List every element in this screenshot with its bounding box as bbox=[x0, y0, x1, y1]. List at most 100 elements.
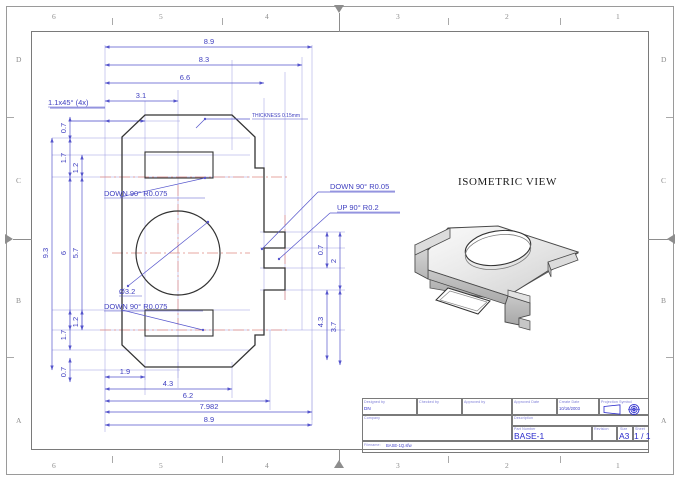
zone-tick-left bbox=[7, 357, 14, 358]
zone-label-left-a: A bbox=[16, 416, 22, 425]
zone-tick-right bbox=[666, 357, 673, 358]
note-chamfer: 1.1x45° (4x) bbox=[48, 98, 89, 107]
zone-label-top-1: 1 bbox=[616, 12, 620, 21]
note-bend-down-right: DOWN 90° R0.05 bbox=[330, 182, 389, 191]
dim-left-1-2-a: 1.2 bbox=[71, 163, 80, 173]
zone-label-top-6: 6 bbox=[52, 12, 56, 21]
zone-tick-bottom bbox=[112, 456, 113, 463]
tb-cell-create-date bbox=[557, 398, 599, 415]
zone-label-left-b: B bbox=[16, 296, 22, 305]
tab-window-top bbox=[144, 151, 214, 179]
dim-right-4-3: 4.3 bbox=[316, 317, 325, 327]
tb-label-approved-date: Approved Date bbox=[514, 399, 540, 404]
zone-label-bottom-1: 1 bbox=[616, 461, 620, 470]
center-mark-top-icon bbox=[334, 5, 344, 13]
zone-label-top-2: 2 bbox=[505, 12, 509, 21]
zone-tick-bottom bbox=[448, 456, 449, 463]
dim-top-6-6: 6.6 bbox=[180, 73, 190, 82]
tb-value-part-number: BASE-1 bbox=[514, 431, 545, 441]
zone-label-right-d: D bbox=[661, 55, 667, 64]
tb-cell-description bbox=[512, 415, 649, 426]
tb-value-filename: BASE-1Q.sfw bbox=[386, 442, 412, 448]
dim-right-3-7: 3.7 bbox=[329, 322, 338, 332]
dim-bot-7-982: 7.982 bbox=[200, 402, 219, 411]
tb-label-part-number: Part Number bbox=[514, 426, 536, 431]
sheet-border-inner bbox=[31, 31, 649, 450]
zone-tick-left bbox=[7, 117, 14, 118]
projection-symbol-icon bbox=[603, 404, 640, 415]
center-mark-bottom-icon bbox=[334, 460, 344, 468]
dim-top-3-1: 3.1 bbox=[136, 91, 146, 100]
note-hole-diameter: Ø3.2 bbox=[119, 287, 135, 296]
note-bend-down-top: DOWN 90° R0.075 bbox=[104, 189, 167, 198]
zone-label-top-3: 3 bbox=[396, 12, 400, 21]
tb-cell-sheet bbox=[633, 426, 649, 441]
center-mark-right-line bbox=[648, 239, 668, 240]
tb-cell-projection-symbol bbox=[599, 398, 649, 415]
tab-window-bottom bbox=[144, 309, 214, 337]
zone-label-right-a: A bbox=[661, 416, 667, 425]
note-bend-up-right: UP 90° R0.2 bbox=[337, 203, 379, 212]
dim-top-8-3: 8.3 bbox=[199, 55, 209, 64]
tb-label-revision: Revision bbox=[594, 426, 609, 431]
zone-label-top-4: 4 bbox=[265, 12, 269, 21]
tb-cell-revision bbox=[592, 426, 617, 441]
tb-label-size: Size bbox=[620, 426, 628, 431]
center-mark-left-line bbox=[13, 239, 32, 240]
tb-label-designed-by: Designed by bbox=[364, 399, 386, 404]
dim-left-0-7-top: 0.7 bbox=[59, 123, 68, 133]
tb-cell-checked-by bbox=[417, 398, 462, 415]
dim-left-6: 6 bbox=[59, 251, 68, 255]
center-mark-top-line bbox=[339, 13, 340, 32]
zone-label-left-c: C bbox=[16, 176, 22, 185]
zone-label-top-5: 5 bbox=[159, 12, 163, 21]
dim-bot-1-9: 1.9 bbox=[120, 367, 130, 376]
tb-value-size: A3 bbox=[619, 431, 630, 441]
zone-tick-top bbox=[222, 18, 223, 25]
part-outline bbox=[121, 114, 286, 368]
tb-cell-designed-by bbox=[362, 398, 417, 415]
zone-tick-top bbox=[112, 18, 113, 25]
center-mark-left-icon bbox=[5, 234, 13, 244]
zone-label-bottom-2: 2 bbox=[505, 461, 509, 470]
zone-label-bottom-3: 3 bbox=[396, 461, 400, 470]
dim-left-5-7: 5.7 bbox=[71, 248, 80, 258]
tb-label-description: Description bbox=[514, 416, 534, 420]
dim-bot-8-9: 8.9 bbox=[204, 415, 214, 424]
tb-label-projection-symbol: Projection Symbol bbox=[601, 399, 632, 404]
isometric-view-title: ISOMETRIC VIEW bbox=[458, 176, 557, 188]
dim-bot-6-2: 6.2 bbox=[183, 391, 193, 400]
dim-left-1-7-b: 1.7 bbox=[59, 330, 68, 340]
note-bend-down-bottom: DOWN 90° R0.075 bbox=[104, 302, 167, 311]
tb-value-sheet: 1 / 1 bbox=[634, 431, 651, 441]
tb-cell-approved-date bbox=[512, 398, 557, 415]
tb-value-create-date: 10/16/2003 bbox=[559, 406, 580, 411]
title-block: Designed by Checked by Approved by Appro… bbox=[362, 398, 651, 458]
note-thickness: THICKNESS 0.15mm bbox=[252, 113, 300, 119]
zone-label-bottom-5: 5 bbox=[159, 461, 163, 470]
center-mark-right-icon bbox=[667, 234, 675, 244]
dim-bot-4-3: 4.3 bbox=[163, 379, 173, 388]
isometric-solid bbox=[414, 225, 580, 331]
zone-tick-top bbox=[448, 18, 449, 25]
zone-tick-top bbox=[560, 18, 561, 25]
dim-right-0-7: 0.7 bbox=[316, 245, 325, 255]
tb-label-checked-by: Checked by bbox=[419, 399, 439, 404]
dim-right-2: 2 bbox=[329, 259, 338, 263]
tb-cell-size bbox=[617, 426, 633, 441]
zone-tick-bottom bbox=[222, 456, 223, 463]
zone-label-right-c: C bbox=[661, 176, 667, 185]
zone-label-left-d: D bbox=[16, 55, 22, 64]
zone-tick-bottom bbox=[560, 456, 561, 463]
tb-cell-filename bbox=[362, 441, 649, 453]
dim-left-9-3: 9.3 bbox=[41, 248, 50, 258]
tb-label-create-date: Create Date bbox=[559, 399, 580, 404]
dim-left-1-2-b: 1.2 bbox=[71, 317, 80, 327]
zone-label-bottom-4: 4 bbox=[265, 461, 269, 470]
tb-label-filename: Filename: bbox=[364, 443, 381, 447]
dim-left-0-7-bot: 0.7 bbox=[59, 367, 68, 377]
tb-cell-company bbox=[362, 415, 512, 441]
dim-left-1-7-a: 1.7 bbox=[59, 153, 68, 163]
